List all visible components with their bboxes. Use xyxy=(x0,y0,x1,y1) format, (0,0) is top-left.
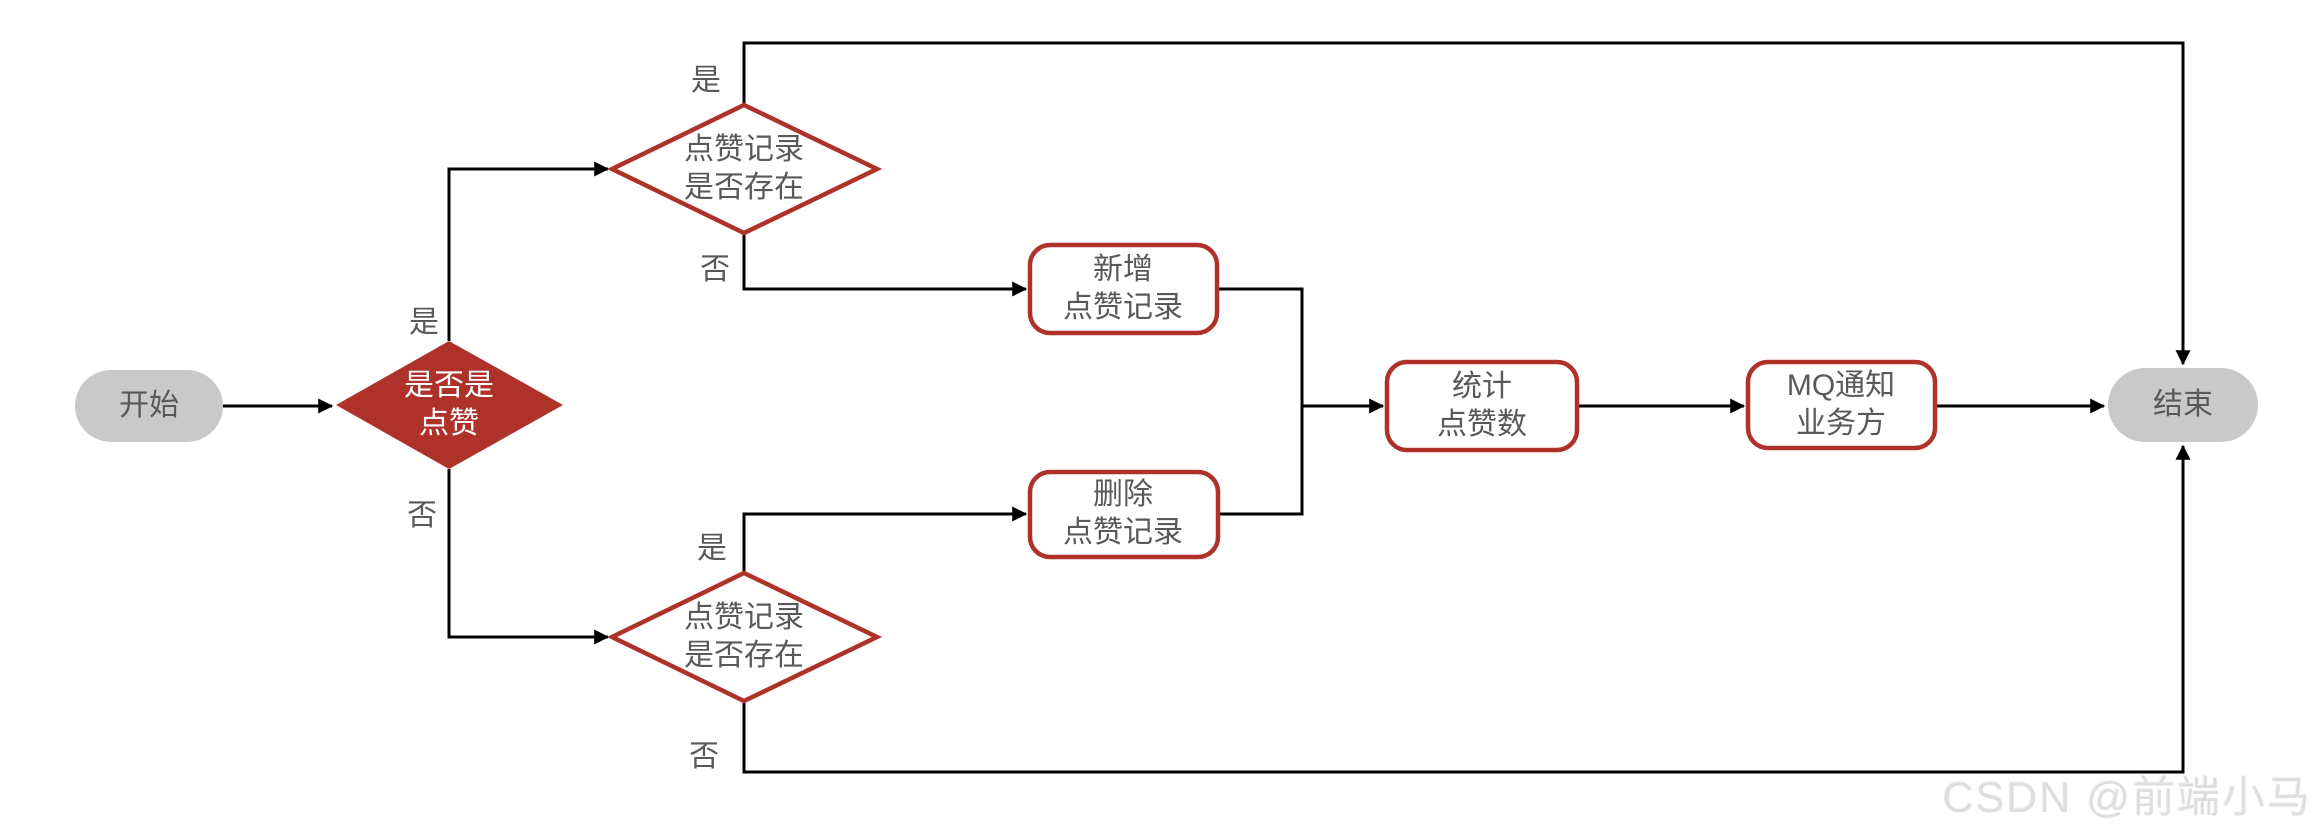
process-add-like-record-label: 新增 点赞记录 xyxy=(1063,252,1183,324)
process-count-likes-label: 统计 点赞数 xyxy=(1437,369,1527,441)
edge-label-top-exists-no: 否 xyxy=(700,253,730,286)
process-count-likes-shape xyxy=(1384,359,1580,453)
edge-delete-to-junction xyxy=(1218,406,1304,516)
edge-add-to-junction xyxy=(1217,287,1304,406)
edge-top-decision-no-to-add xyxy=(742,233,1028,297)
end-node-label: 结束 xyxy=(2153,387,2213,421)
process-delete-like-record-label: 删除 点赞记录 xyxy=(1063,477,1183,549)
edge-bottom-decision-yes-to-delete xyxy=(742,506,1028,573)
decision-is-like-label: 是否是 点赞 xyxy=(404,368,494,440)
process-delete-like-record-shape xyxy=(1027,469,1221,560)
decision-record-exists-bottom-label: 点赞记录 是否存在 xyxy=(684,600,804,672)
edge-label-is-like-no: 否 xyxy=(407,499,437,532)
edge-bottom-decision-no-to-end xyxy=(742,444,2191,774)
decision-is-like-shape xyxy=(336,341,563,469)
edge-top-decision-yes-to-end xyxy=(742,41,2191,366)
edge-label-is-like-yes: 是 xyxy=(409,306,439,339)
edge-islike-no-to-bottom-decision xyxy=(447,469,610,645)
process-add-like-record-shape xyxy=(1027,242,1220,336)
decision-record-exists-bottom-shape xyxy=(606,570,883,704)
end-node-shape xyxy=(2108,368,2258,442)
decision-record-exists-top-label: 点赞记录 是否存在 xyxy=(684,132,804,204)
edge-label-bottom-exists-no: 否 xyxy=(689,740,719,773)
edge-islike-yes-to-top-decision xyxy=(447,161,610,341)
start-node-shape xyxy=(75,370,223,442)
process-mq-notify-label: MQ通知 业务方 xyxy=(1786,368,1896,440)
start-node-label: 开始 xyxy=(119,388,179,422)
edge-label-bottom-exists-yes: 是 xyxy=(697,532,727,565)
decision-record-exists-top-shape xyxy=(606,102,883,236)
csdn-watermark: CSDN @前端小马 xyxy=(1942,774,2312,822)
edge-label-top-exists-yes: 是 xyxy=(691,64,721,97)
process-mq-notify-shape xyxy=(1745,359,1938,451)
